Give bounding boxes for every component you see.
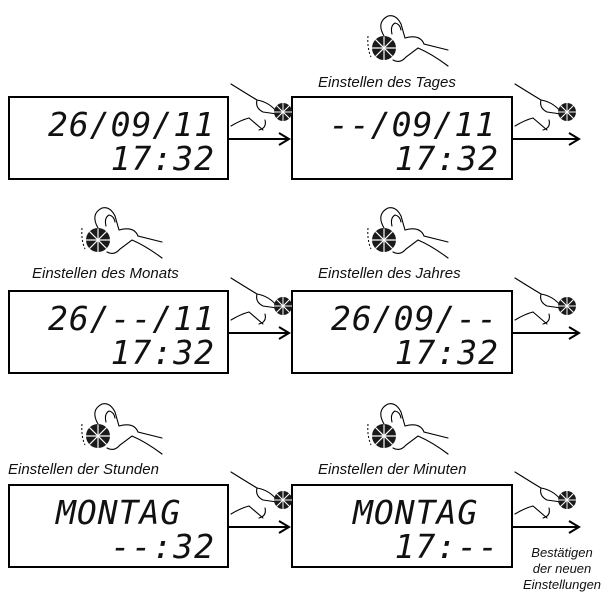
confirm-line-2: der neuen [532,561,592,576]
lcd-date-line: 26/09/11 [48,105,215,144]
lcd-time-line: 17:32 [110,139,215,178]
right-arrow-icon [513,520,581,534]
lcd-time-line: 17:-- [394,527,499,566]
confirm-line-1: Bestätigen [531,545,593,560]
hand-turning-knob-icon [367,207,449,259]
lcd-panel-day: --/09/11 17:32 [291,96,513,180]
hand-pressing-knob-icon [514,277,576,325]
step-label-day: Einstellen des Tages [318,74,456,91]
knob-icon [372,228,396,252]
lcd-day-line: MONTAG [353,493,479,532]
knob-icon [86,424,110,448]
hand-pressing-knob-icon [514,83,576,131]
knob-icon [558,297,576,315]
knob-icon [274,297,292,315]
knob-icon [372,424,396,448]
hand-pressing-knob-icon [230,83,292,131]
hand-turning-knob-icon [81,207,163,259]
confirm-note: Bestätigen der neuen Einstellungen [514,545,610,593]
lcd-date-line: 26/09/-- [331,299,498,338]
step-label-month: Einstellen des Monats [32,265,179,282]
hand-pressing-knob-icon [230,471,292,519]
lcd-panel-current: 26/09/11 17:32 [8,96,229,180]
right-arrow-icon [513,132,581,146]
knob-icon [274,103,292,121]
right-arrow-icon [229,326,291,340]
lcd-panel-minutes: MONTAG 17:-- [291,484,513,568]
right-arrow-icon [229,132,291,146]
hand-pressing-knob-icon [514,471,576,519]
lcd-panel-hours: MONTAG --:32 [8,484,229,568]
lcd-panel-month: 26/--/11 17:32 [8,290,229,374]
lcd-date-line: --/09/11 [329,105,496,144]
knob-icon [558,491,576,509]
step-label-hours: Einstellen der Stunden [8,461,159,478]
lcd-panel-year: 26/09/-- 17:32 [291,290,513,374]
right-arrow-icon [229,520,291,534]
lcd-time-line: 17:32 [394,139,499,178]
hand-pressing-knob-icon [230,277,292,325]
step-label-year: Einstellen des Jahres [318,265,461,282]
lcd-date-line: 26/--/11 [48,299,215,338]
knob-icon [274,491,292,509]
lcd-day-line: MONTAG [56,493,182,532]
confirm-line-3: Einstellungen [522,577,602,592]
lcd-time-line: 17:32 [394,333,499,372]
hand-turning-knob-icon [367,15,449,67]
hand-turning-knob-icon [81,403,163,455]
lcd-time-line: 17:32 [110,333,215,372]
step-label-minutes: Einstellen der Minuten [318,461,467,478]
knob-icon [372,36,396,60]
knob-icon [86,228,110,252]
knob-icon [558,103,576,121]
lcd-time-line: --:32 [110,527,215,566]
right-arrow-icon [513,326,581,340]
hand-turning-knob-icon [367,403,449,455]
